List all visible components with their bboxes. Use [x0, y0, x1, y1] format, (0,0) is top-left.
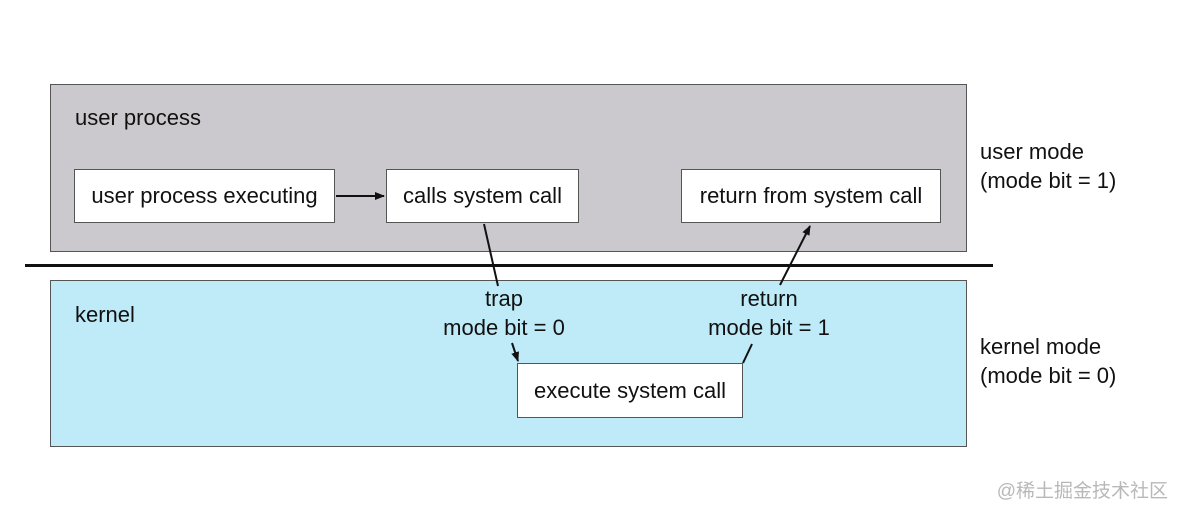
return-mode-bit-label: mode bit = 1 [708, 315, 830, 340]
return-label: return [740, 286, 798, 311]
return-transition-label: return mode bit = 1 [694, 284, 844, 342]
trap-mode-bit-label: mode bit = 0 [443, 315, 565, 340]
trap-transition-label: trap mode bit = 0 [428, 284, 580, 342]
kernel-mode-title: kernel mode [980, 334, 1102, 359]
kernel-mode-label: kernel mode (mode bit = 0) [980, 332, 1116, 390]
arrow-call-to-trap [483, 223, 499, 287]
watermark: @稀土掘金技术社区 [996, 481, 1168, 502]
mode-divider-line [25, 264, 993, 267]
calls-system-call-box: calls system call [386, 169, 579, 223]
return-from-system-call-box: return from system call [681, 169, 941, 223]
user-mode-bit: (mode bit = 1) [980, 168, 1117, 193]
user-mode-title: user mode [980, 139, 1084, 164]
kernel-region: kernel [50, 280, 967, 447]
user-process-label: user process [75, 105, 201, 130]
user-process-region: user process [50, 84, 967, 252]
arrow-trap-to-execute [511, 342, 519, 362]
kernel-mode-bit: (mode bit = 0) [980, 363, 1117, 388]
kernel-label: kernel [75, 302, 135, 327]
arrow-return-to-user [779, 225, 811, 286]
execute-system-call-box: execute system call [517, 363, 743, 418]
user-mode-label: user mode (mode bit = 1) [980, 137, 1116, 195]
user-process-executing-box: user process executing [74, 169, 335, 223]
trap-label: trap [485, 286, 523, 311]
arrow-execute-to-return [742, 343, 753, 364]
